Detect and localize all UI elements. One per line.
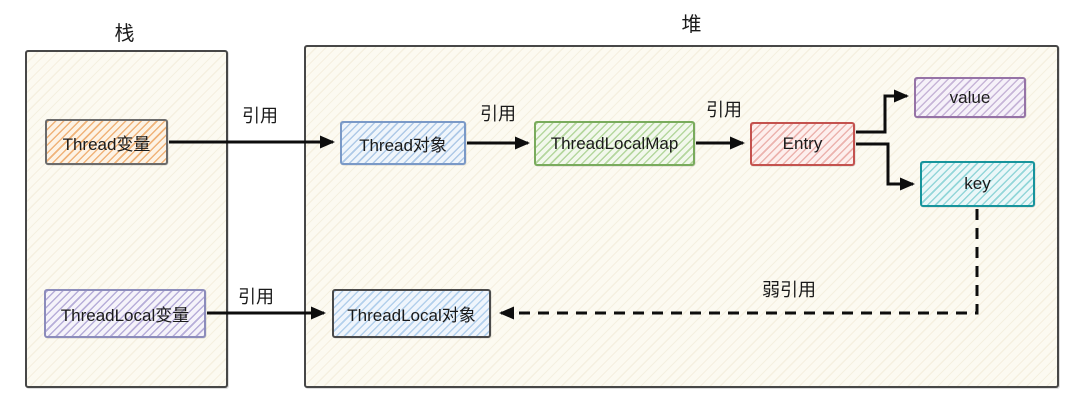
node-key: key — [920, 161, 1035, 207]
stack-region-title: 栈 — [114, 23, 136, 45]
edge-label-reference-3: 引用 — [480, 104, 516, 124]
edge-label-reference-2: 引用 — [238, 287, 274, 307]
heap-region-title: 堆 — [681, 14, 703, 36]
node-threadlocal-variable-label: ThreadLocal变量 — [60, 306, 190, 325]
node-thread-object: Thread对象 — [340, 121, 466, 165]
edge-label-weak-reference: 弱引用 — [762, 280, 816, 300]
node-entry: Entry — [750, 122, 855, 166]
node-value-label: value — [949, 87, 991, 107]
node-threadlocal-variable: ThreadLocal变量 — [44, 289, 206, 338]
node-key-label: key — [964, 174, 991, 193]
node-value: value — [914, 77, 1026, 118]
node-thread-variable: Thread变量 — [45, 119, 168, 165]
node-threadlocalmap-label: ThreadLocalMap — [550, 133, 679, 153]
node-threadlocal-object-label: ThreadLocal对象 — [347, 306, 476, 325]
edge-label-reference-1: 引用 — [242, 106, 278, 126]
node-entry-label: Entry — [782, 134, 823, 153]
node-threadlocal-object: ThreadLocal对象 — [332, 289, 491, 338]
edge-label-reference-4: 引用 — [706, 100, 742, 120]
node-thread-object-label: Thread对象 — [359, 135, 447, 155]
node-threadlocalmap: ThreadLocalMap — [534, 121, 695, 166]
node-thread-variable-label: Thread变量 — [62, 134, 151, 154]
